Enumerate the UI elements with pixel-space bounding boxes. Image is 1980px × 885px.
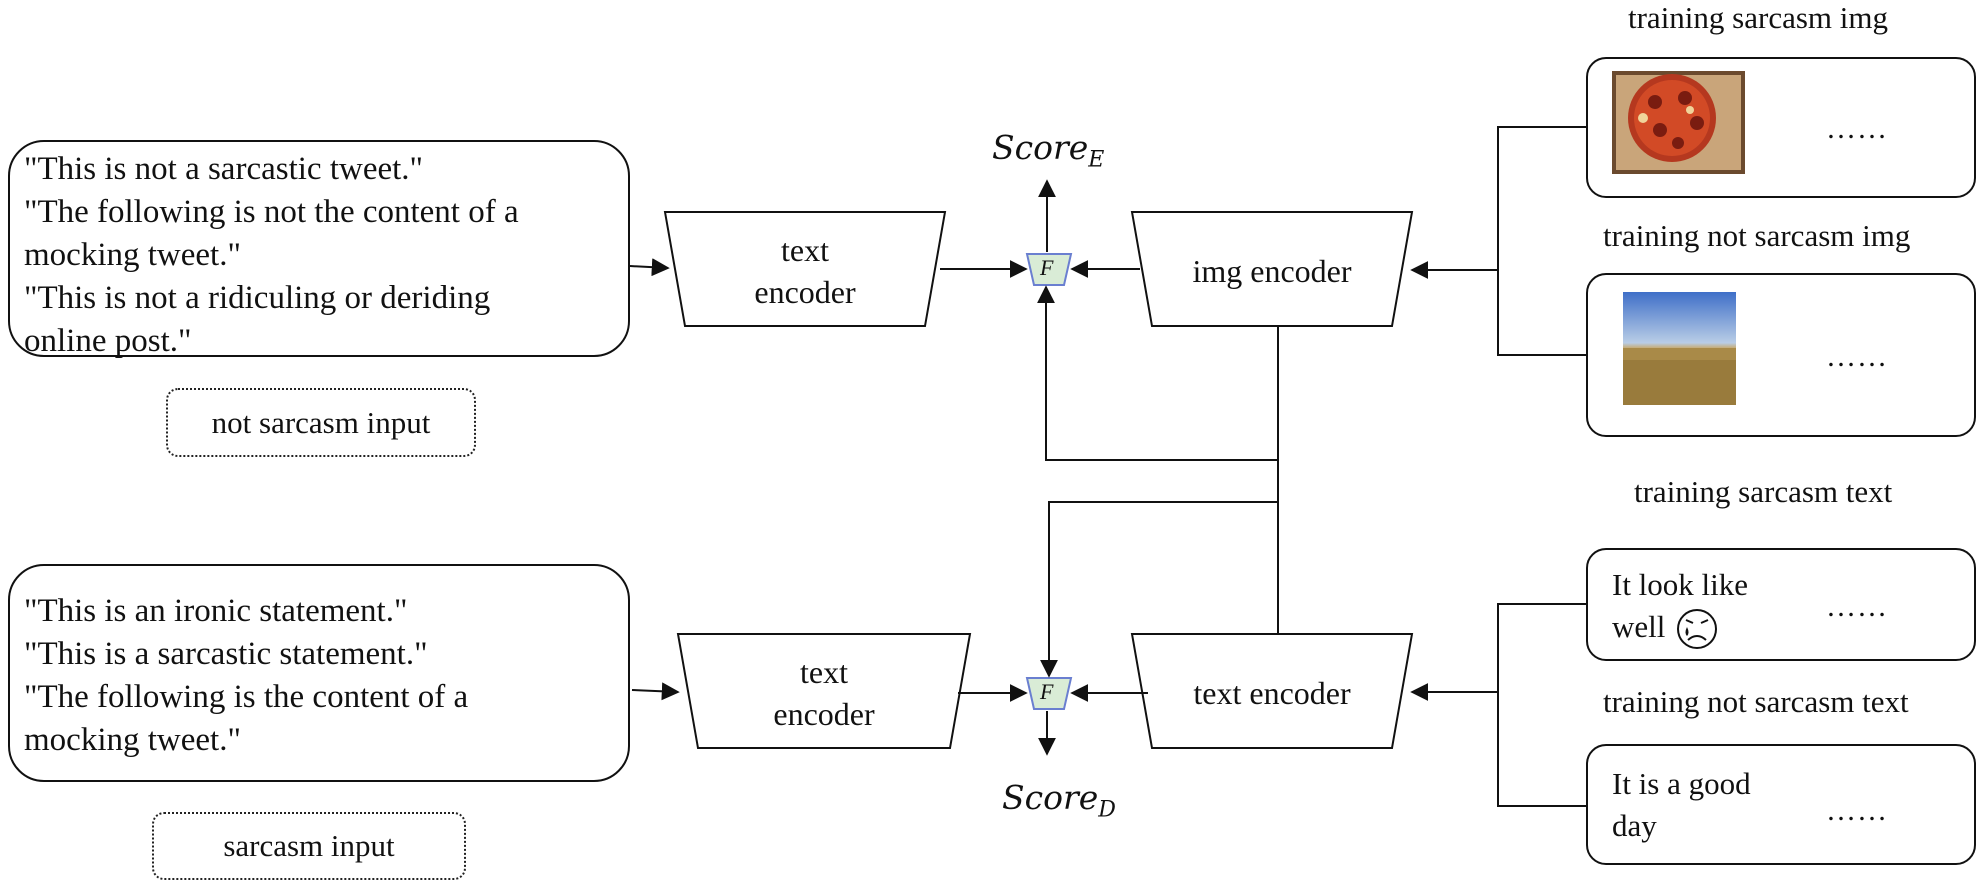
bracket-train-text [1497, 603, 1586, 807]
training-not-sarcasm-text-box [1586, 744, 1976, 865]
sarcasm-prompt-line: mocking tweet." [24, 722, 241, 758]
arrow-prompt-to-text-encoder-top [629, 258, 670, 277]
training-sarcasm-text-sample: It look like well [1612, 564, 1748, 648]
text-encoder-bottom-line: encoder [773, 696, 875, 732]
training-not-sarcasm-text-line: It is a good [1612, 766, 1751, 801]
score-d-base: Score [1002, 778, 1099, 817]
text-encoder-bottom-label: text encoder [714, 651, 934, 735]
training-not-sarcasm-img-title: training not sarcasm img [1603, 218, 1911, 253]
score-e-base: Score [992, 128, 1089, 167]
text-encoder-top-shape [663, 211, 947, 327]
text-encoder-right-line: text encoder [1193, 675, 1351, 711]
not-sarcasm-prompts-box: "This is not a sarcastic tweet." "The fo… [8, 140, 630, 359]
not-sarcasm-prompt-line: "The following is not the content of a [24, 194, 519, 230]
sarcasm-prompt-line: "This is an ironic statement." [24, 593, 408, 629]
training-sarcasm-img-ellipsis: …… [1826, 112, 1888, 145]
fusion-node-bottom [1025, 677, 1073, 710]
sarcasm-prompt-line: "The following is the content of a [24, 679, 469, 715]
pizza-image-icon [1612, 71, 1745, 174]
not-sarcasm-prompt-line: online post." [24, 323, 192, 359]
img-encoder-line: img encoder [1192, 253, 1352, 289]
not-sarcasm-input-text: not sarcasm input [211, 404, 431, 440]
score-d-label: ScoreD [1002, 778, 1116, 823]
fusion-top-label: F [1040, 255, 1054, 280]
sarcasm-input-text: sarcasm input [223, 828, 395, 863]
fusion-node-top [1025, 253, 1073, 286]
training-not-sarcasm-text-ellipsis: …… [1826, 794, 1888, 827]
arrow-prompt-to-text-encoder-bottom [631, 682, 680, 701]
not-sarcasm-input-label: not sarcasm input [166, 388, 476, 457]
sarcasm-prompt-line: "This is a sarcastic statement." [24, 636, 428, 672]
training-sarcasm-img-title: training sarcasm img [1628, 0, 1888, 35]
training-sarcasm-text-title: training sarcasm text [1634, 474, 1893, 509]
field-landscape-image-icon [1623, 292, 1736, 405]
training-sarcasm-img-box [1586, 57, 1976, 198]
crying-face-emoji-icon [1677, 609, 1717, 649]
score-e-label: ScoreE [992, 128, 1104, 173]
text-encoder-bottom-line: text [800, 654, 848, 690]
not-sarcasm-prompt-line: "This is not a ridiculing or deriding [24, 280, 491, 316]
bracket-train-img [1497, 126, 1586, 356]
training-sarcasm-text-box [1586, 548, 1976, 661]
connector-img-encoder-to-fusion-top [1037, 285, 1279, 461]
text-encoder-right-shape [1130, 633, 1414, 749]
text-encoder-top-line: encoder [754, 274, 856, 310]
connector-text-encoder-right-to-fusion-bottom [1040, 501, 1279, 678]
img-encoder-label: img encoder [1152, 250, 1392, 292]
sarcasm-input-label: sarcasm input [152, 812, 466, 880]
training-sarcasm-text-line: It look like [1612, 567, 1749, 602]
training-not-sarcasm-img-ellipsis: …… [1826, 340, 1888, 373]
text-encoder-right-label: text encoder [1152, 672, 1392, 714]
training-not-sarcasm-text-title: training not sarcasm text [1603, 684, 1909, 719]
score-e-sub: E [1088, 147, 1105, 173]
training-not-sarcasm-text-sample: It is a good day [1612, 763, 1751, 847]
training-not-sarcasm-text-line: day [1612, 808, 1657, 843]
fusion-bottom-label: F [1040, 679, 1054, 704]
training-not-sarcasm-img-box [1586, 273, 1976, 437]
score-d-sub: D [1098, 797, 1116, 823]
not-sarcasm-prompt-line: "This is not a sarcastic tweet." [24, 151, 423, 187]
text-encoder-bottom-shape [676, 633, 972, 749]
sarcasm-prompts-box: "This is an ironic statement." "This is … [8, 564, 630, 782]
text-encoder-top-line: text [781, 232, 829, 268]
img-encoder-shape [1130, 211, 1414, 327]
training-sarcasm-text-ellipsis: …… [1826, 590, 1888, 623]
text-encoder-top-label: text encoder [700, 229, 910, 313]
training-sarcasm-text-line: well [1612, 609, 1666, 644]
not-sarcasm-prompt-line: mocking tweet." [24, 237, 241, 273]
